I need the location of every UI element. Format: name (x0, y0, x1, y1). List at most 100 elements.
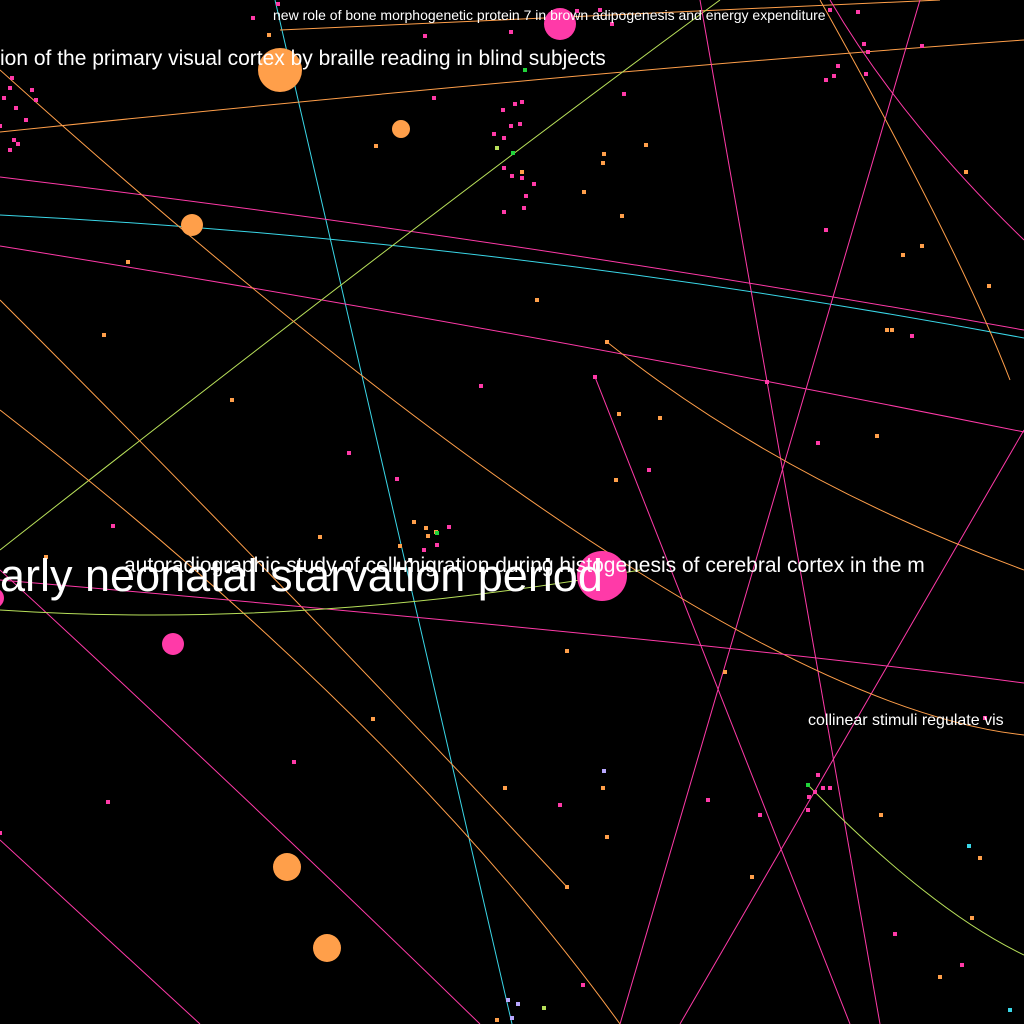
graph-node-small[interactable] (832, 74, 836, 78)
graph-node-small[interactable] (620, 214, 624, 218)
graph-node-small[interactable] (1008, 1008, 1012, 1012)
graph-node-small[interactable] (610, 22, 614, 26)
graph-node-small[interactable] (44, 555, 48, 559)
graph-node-small[interactable] (126, 260, 130, 264)
node-label-braille[interactable]: ion of the primary visual cortex by brai… (0, 47, 606, 70)
graph-node-small[interactable] (513, 102, 517, 106)
graph-node-small[interactable] (862, 42, 866, 46)
graph-node-small[interactable] (836, 64, 840, 68)
graph-node-small[interactable] (102, 333, 106, 337)
graph-node-small[interactable] (106, 800, 110, 804)
graph-node-small[interactable] (901, 253, 905, 257)
graph-node-small[interactable] (605, 340, 609, 344)
graph-node-small[interactable] (374, 144, 378, 148)
graph-node-small[interactable] (893, 932, 897, 936)
graph-node-small[interactable] (978, 856, 982, 860)
graph-node[interactable] (162, 633, 184, 655)
graph-node-small[interactable] (816, 441, 820, 445)
graph-node-small[interactable] (644, 143, 648, 147)
graph-node-small[interactable] (520, 170, 524, 174)
graph-node-small[interactable] (395, 477, 399, 481)
graph-node-small[interactable] (866, 50, 870, 54)
graph-node[interactable] (544, 8, 576, 40)
graph-node-small[interactable] (435, 543, 439, 547)
graph-node-small[interactable] (16, 142, 20, 146)
graph-node-small[interactable] (938, 975, 942, 979)
graph-node-small[interactable] (856, 10, 860, 14)
graph-node-small[interactable] (964, 170, 968, 174)
graph-node-small[interactable] (347, 451, 351, 455)
graph-node-small[interactable] (520, 100, 524, 104)
graph-node-small[interactable] (34, 98, 38, 102)
graph-node-small[interactable] (565, 649, 569, 653)
graph-node-small[interactable] (602, 152, 606, 156)
graph-node-small[interactable] (8, 86, 12, 90)
graph-node-small[interactable] (506, 998, 510, 1002)
graph-node-small[interactable] (495, 1018, 499, 1022)
graph-node-small[interactable] (230, 398, 234, 402)
graph-node-small[interactable] (520, 176, 524, 180)
graph-node-small[interactable] (502, 166, 506, 170)
graph-node-small[interactable] (658, 416, 662, 420)
graph-node-small[interactable] (605, 835, 609, 839)
graph-node-small[interactable] (875, 434, 879, 438)
graph-node-small[interactable] (598, 8, 602, 12)
graph-node-small[interactable] (0, 124, 2, 128)
graph-node-small[interactable] (582, 190, 586, 194)
graph-node-small[interactable] (111, 524, 115, 528)
graph-node-small[interactable] (879, 813, 883, 817)
node-label-bmp7[interactable]: new role of bone morphogenetic protein 7… (273, 7, 826, 23)
graph-node-small[interactable] (523, 68, 527, 72)
graph-node-small[interactable] (509, 30, 513, 34)
graph-node-small[interactable] (509, 124, 513, 128)
graph-node-small[interactable] (750, 875, 754, 879)
graph-node-small[interactable] (614, 478, 618, 482)
graph-node-small[interactable] (824, 78, 828, 82)
graph-node-small[interactable] (910, 334, 914, 338)
graph-node-small[interactable] (12, 138, 16, 142)
graph-node-small[interactable] (501, 108, 505, 112)
graph-node-small[interactable] (8, 148, 12, 152)
node-label-collinear[interactable]: collinear stimuli regulate vis (808, 712, 1004, 729)
graph-node-small[interactable] (647, 468, 651, 472)
graph-node-small[interactable] (542, 1006, 546, 1010)
graph-node-small[interactable] (251, 16, 255, 20)
node-label-autoradiographic[interactable]: autoradiographic study of cell migration… (124, 554, 925, 577)
graph-node-small[interactable] (601, 786, 605, 790)
graph-node-small[interactable] (426, 534, 430, 538)
graph-node-small[interactable] (987, 284, 991, 288)
graph-node-small[interactable] (2, 96, 6, 100)
graph-node-small[interactable] (435, 531, 439, 535)
graph-node-small[interactable] (602, 769, 606, 773)
graph-node[interactable] (258, 48, 302, 92)
graph-node-small[interactable] (492, 132, 496, 136)
graph-node-small[interactable] (516, 1002, 520, 1006)
graph-node-small[interactable] (617, 412, 621, 416)
graph-node-small[interactable] (10, 76, 14, 80)
graph-node-small[interactable] (511, 151, 515, 155)
graph-node-small[interactable] (479, 384, 483, 388)
node-label-neonatal[interactable]: arly neonatal starvation period (0, 550, 603, 601)
graph-node-small[interactable] (723, 670, 727, 674)
graph-node-small[interactable] (765, 380, 769, 384)
graph-node-small[interactable] (706, 798, 710, 802)
graph-node[interactable] (0, 588, 4, 608)
graph-node-small[interactable] (821, 786, 825, 790)
graph-node-small[interactable] (0, 831, 2, 835)
graph-node-small[interactable] (412, 520, 416, 524)
graph-node-small[interactable] (828, 8, 832, 12)
graph-node-small[interactable] (575, 9, 579, 13)
graph-node-small[interactable] (14, 106, 18, 110)
graph-node-small[interactable] (565, 885, 569, 889)
graph-node-small[interactable] (502, 210, 506, 214)
graph-node-small[interactable] (581, 983, 585, 987)
graph-node-small[interactable] (813, 790, 817, 794)
graph-node-small[interactable] (807, 795, 811, 799)
graph-node-small[interactable] (502, 136, 506, 140)
graph-node-small[interactable] (970, 916, 974, 920)
graph-node-small[interactable] (920, 244, 924, 248)
graph-node-small[interactable] (601, 161, 605, 165)
graph-node-small[interactable] (398, 544, 402, 548)
graph-node-small[interactable] (518, 122, 522, 126)
graph-node-small[interactable] (806, 783, 810, 787)
